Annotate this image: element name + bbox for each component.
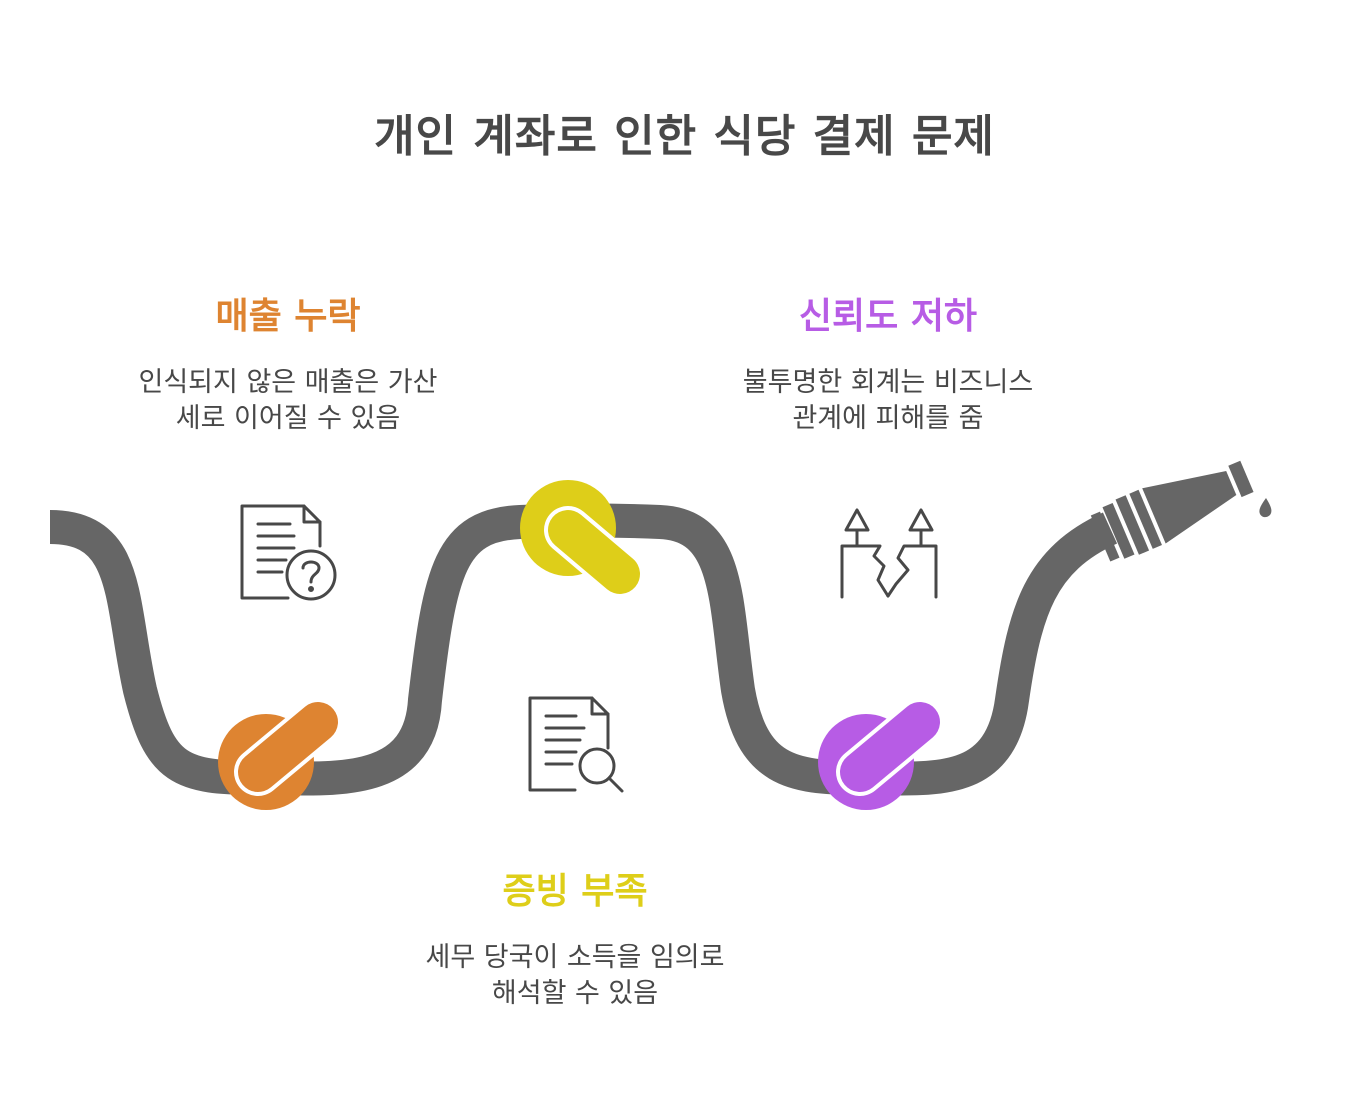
document-search-icon — [528, 696, 624, 793]
hose-nozzle — [1090, 460, 1272, 562]
knot-orange — [218, 698, 342, 810]
item-sales-omission: 매출 누락 인식되지 않은 매출은 가산 세로 이어질 수 있음 — [88, 287, 488, 437]
page-title: 개인 계좌로 인한 식당 결제 문제 — [374, 111, 995, 162]
knot-yellow — [520, 480, 644, 598]
item-description: 인식되지 않은 매출은 가산 세로 이어질 수 있음 — [138, 367, 438, 434]
broken-bridge-icon — [840, 508, 938, 599]
item-heading: 증빙 부족 — [502, 871, 648, 912]
item-lack-of-evidence: 증빙 부족 세무 당국이 소득을 임의로 해석할 수 있음 — [375, 862, 775, 1012]
item-description: 세무 당국이 소득을 임의로 해석할 수 있음 — [425, 942, 725, 1009]
knot-purple — [818, 698, 944, 810]
document-question-icon — [240, 504, 337, 601]
item-heading: 매출 누락 — [215, 296, 361, 337]
item-description: 불투명한 회계는 비즈니스 관계에 피해를 줌 — [742, 367, 1034, 434]
item-heading: 신뢰도 저하 — [798, 296, 978, 337]
item-trust-decline: 신뢰도 저하 불투명한 회계는 비즈니스 관계에 피해를 줌 — [688, 287, 1088, 437]
